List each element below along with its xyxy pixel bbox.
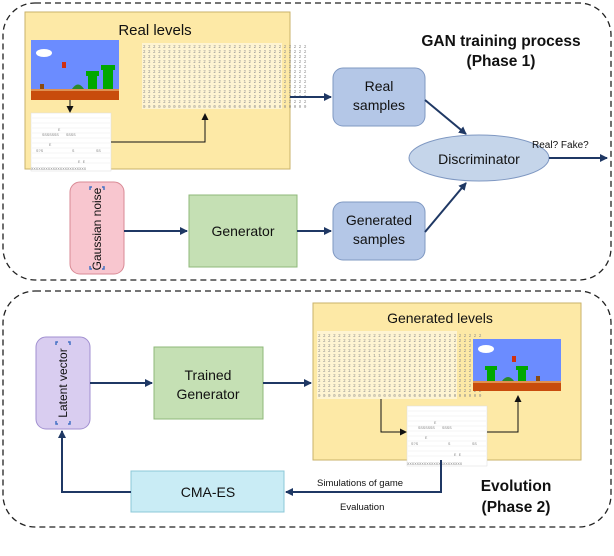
svg-text:2 2 2 2 2 2 2 2 2 2 2 2 2 2 2: 2 2 2 2 2 2 2 2 2 2 2 2 2 2 2 2 2 2 2 2 … — [318, 380, 482, 384]
level-matrix-real: 2 2 2 2 2 2 2 2 2 2 2 2 2 2 2 2 2 2 2 2 … — [142, 43, 307, 110]
phase1-title-line2: (Phase 1) — [467, 53, 536, 70]
svg-text:2 2 2 2 2 2 2 2 2 2 1 1 1 1 2: 2 2 2 2 2 2 2 2 2 2 1 1 1 1 2 2 2 2 2 2 … — [143, 66, 307, 70]
svg-text:2 2 2 2 2 2 2 2 2 2 2 2 2 2 2: 2 2 2 2 2 2 2 2 2 2 2 2 2 2 2 2 2 2 2 2 … — [143, 91, 307, 95]
discriminator-label: Discriminator — [438, 151, 520, 167]
real-samples-line2: samples — [353, 97, 405, 113]
svg-text:2 2 2 2 2 2 2 2 2 2 2 2 2 2 2: 2 2 2 2 2 2 2 2 2 2 2 2 2 2 2 2 2 2 2 2 … — [318, 385, 482, 389]
svg-text:SSSSSSS: SSSSSSS — [42, 134, 59, 138]
real-samples-line1: Real — [365, 78, 394, 94]
trained-generator-line2: Generator — [176, 386, 239, 402]
phase1-container — [2, 2, 612, 281]
simulations-label: Simulations of game — [317, 478, 403, 489]
svg-text:2 2 2 2 2 2 2 2 2 2 2 2 2 2 2: 2 2 2 2 2 2 2 2 2 2 2 2 2 2 2 2 2 2 2 2 … — [318, 345, 482, 349]
svg-text:2 2 2 2 2 2 2 2 2 2 2 2 2 2 2: 2 2 2 2 2 2 2 2 2 2 2 2 2 2 2 2 2 2 2 2 … — [318, 340, 482, 344]
svg-text:S: S — [448, 443, 451, 447]
output-label: Real? Fake? — [532, 140, 589, 151]
svg-text:2 2 2 2 2 2 2 2 2 2 2 2 2 2 2: 2 2 2 2 2 2 2 2 2 2 2 2 2 2 2 2 2 2 2 2 … — [143, 101, 307, 105]
phase1-title-line1: GAN training process — [421, 33, 580, 50]
svg-text:2 2 2 2 2 2 2 2 2 2 2 2 2 2 2: 2 2 2 2 2 2 2 2 2 2 2 2 2 2 2 2 2 2 2 2 … — [143, 56, 307, 60]
svg-text:E: E — [425, 437, 428, 441]
svg-text:0 0 0 0 0 0 0 0 0 0 0 0 0 0 0: 0 0 0 0 0 0 0 0 0 0 0 0 0 0 0 0 0 0 0 0 … — [318, 395, 482, 399]
svg-text:S?S: S?S — [411, 443, 419, 447]
mario-level-thumbnail — [31, 40, 119, 100]
svg-text:2 2 2 2 2 2 2 2 2 2 2 2 2 2 2: 2 2 2 2 2 2 2 2 2 2 2 2 2 2 2 2 2 2 2 2 … — [143, 76, 307, 80]
svg-text:2 2 2 2 2 2 1 1 1 1 2 2 2 2 2: 2 2 2 2 2 2 1 1 1 1 2 2 2 2 2 2 2 1 1 1 … — [143, 81, 307, 85]
gaussian-noise-label: Gaussian noise — [90, 187, 104, 270]
svg-text:E: E — [49, 144, 52, 148]
phase2-title-line1: Evolution — [481, 478, 552, 495]
cmaes-box — [130, 470, 285, 513]
generator-box — [188, 194, 298, 268]
svg-text:2 2 2 2 2 2 2 2 2 2 2 2 2 2 2: 2 2 2 2 2 2 2 2 2 2 2 2 2 2 2 2 2 2 2 2 … — [143, 46, 307, 50]
svg-text:2 2 2 2 2 2 2 2 2 2 2 2 2 2 2: 2 2 2 2 2 2 2 2 2 2 2 2 2 2 2 2 2 2 2 2 … — [318, 390, 482, 394]
evaluation-label: Evaluation — [340, 502, 384, 513]
real-samples-box — [332, 67, 426, 127]
phase2-title-line2: (Phase 2) — [482, 499, 551, 516]
real-levels-label: Real levels — [118, 22, 191, 39]
svg-text:SS: SS — [472, 443, 477, 447]
gaussian-noise-box — [69, 181, 125, 275]
svg-text:2 2 2 2 2 2 1 1 1 1 2 2 2 2 2: 2 2 2 2 2 2 1 1 1 1 2 2 2 2 2 2 2 1 1 1 … — [318, 370, 482, 374]
svg-text:SSSS: SSSS — [66, 134, 76, 138]
svg-text:SS: SS — [96, 150, 101, 154]
svg-text:2 2 2 2 2 2 2 2 2 2 2 2 2 2 2: 2 2 2 2 2 2 2 2 2 2 2 2 2 2 2 2 2 2 2 2 … — [318, 335, 482, 339]
svg-text:SSSS: SSSS — [442, 427, 452, 431]
latent-vector-bracket-top — [55, 341, 71, 345]
svg-text:S?S: S?S — [36, 150, 44, 154]
text-to-mario-arrow — [487, 395, 522, 433]
generated-levels-label: Generated levels — [387, 310, 493, 326]
trained-generator-box — [153, 346, 264, 420]
generated-samples-line1: Generated — [346, 212, 412, 228]
generated-mario-thumbnail — [473, 339, 561, 391]
generator-label: Generator — [211, 223, 274, 239]
trained-generator-line1: Trained — [185, 367, 232, 383]
noise-vector-bracket-bottom — [89, 266, 105, 270]
svg-text:2 2 2 2 2 2 2 2 2 2 2 2 2 2 2: 2 2 2 2 2 2 2 2 2 2 2 2 2 2 2 2 2 2 2 2 … — [143, 86, 307, 90]
svg-text:2 2 2 2 2 2 2 2 2 2 2 2 2 2 2: 2 2 2 2 2 2 2 2 2 2 2 2 2 2 2 2 2 2 2 2 … — [318, 365, 482, 369]
svg-text:2 2 2 2 2 2 2 2 2 2 2 2 2 2 2: 2 2 2 2 2 2 2 2 2 2 2 2 2 2 2 2 2 2 2 2 … — [318, 360, 482, 364]
svg-text:0 0 0 0 0 0 0 0 0 0 0 0 0 0 0: 0 0 0 0 0 0 0 0 0 0 0 0 0 0 0 0 0 0 0 0 … — [143, 106, 307, 110]
generated-samples-line2: samples — [353, 231, 405, 247]
levels-to-cmaes-arrow — [285, 460, 442, 496]
svg-text:2 2 2 2 2 2 2 2 2 2 2 2 2 2 2: 2 2 2 2 2 2 2 2 2 2 2 2 2 2 2 2 2 2 2 2 … — [143, 96, 307, 100]
svg-text:E: E — [58, 129, 61, 133]
svg-text:2 2 2 2 2 2 2 2 2 2 1 1 1 1 2: 2 2 2 2 2 2 2 2 2 2 1 1 1 1 2 2 2 2 2 2 … — [318, 355, 482, 359]
svg-text:S: S — [72, 150, 75, 154]
latent-vector-bracket-bottom — [55, 421, 71, 425]
svg-text:2 2 2 2 2 2 2 2 2 2 2 2 2 2 2: 2 2 2 2 2 2 2 2 2 2 2 2 2 2 2 2 2 2 2 2 … — [318, 375, 482, 379]
text-to-matrix-arrow — [111, 113, 209, 143]
svg-text:E E: E E — [454, 454, 462, 458]
latent-vector-label: Latent vector — [56, 348, 70, 417]
svg-text:E E: E E — [78, 161, 86, 165]
svg-text:2 2 2 2 2 2 2 2 2 2 2 2 2 2 2: 2 2 2 2 2 2 2 2 2 2 2 2 2 2 2 2 2 2 2 2 … — [318, 350, 482, 354]
phase2-container — [2, 290, 612, 528]
cmaes-label: CMA-ES — [181, 484, 235, 500]
matrix-to-text-arrow — [380, 399, 407, 436]
svg-text:2 2 2 2 2 2 2 2 2 2 2 2 2 2 2: 2 2 2 2 2 2 2 2 2 2 2 2 2 2 2 2 2 2 2 2 … — [143, 61, 307, 65]
svg-text:E: E — [434, 422, 437, 426]
svg-text:XXXXXXXXXXXXXXXXXXXXXXX: XXXXXXXXXXXXXXXXXXXXXXX — [31, 168, 87, 172]
noise-vector-bracket-top — [89, 186, 105, 190]
svg-text:XXXXXXXXXXXXXXXXXXXXXXX: XXXXXXXXXXXXXXXXXXXXXXX — [407, 463, 463, 467]
level-matrix-generated: 2 2 2 2 2 2 2 2 2 2 2 2 2 2 2 2 2 2 2 2 … — [317, 331, 482, 399]
generated-samples-to-discriminator-arrow — [424, 182, 467, 233]
svg-text:2 2 2 2 2 2 2 2 2 2 2 2 2 2 2: 2 2 2 2 2 2 2 2 2 2 2 2 2 2 2 2 2 2 2 2 … — [143, 51, 307, 55]
svg-text:2 2 2 2 2 2 2 2 2 2 2 2 2 2 2: 2 2 2 2 2 2 2 2 2 2 2 2 2 2 2 2 2 2 2 2 … — [143, 71, 307, 75]
svg-text:SSSSSSS: SSSSSSS — [418, 427, 435, 431]
cmaes-to-latent-arrow — [58, 430, 131, 493]
real-samples-to-discriminator-arrow — [424, 99, 467, 135]
